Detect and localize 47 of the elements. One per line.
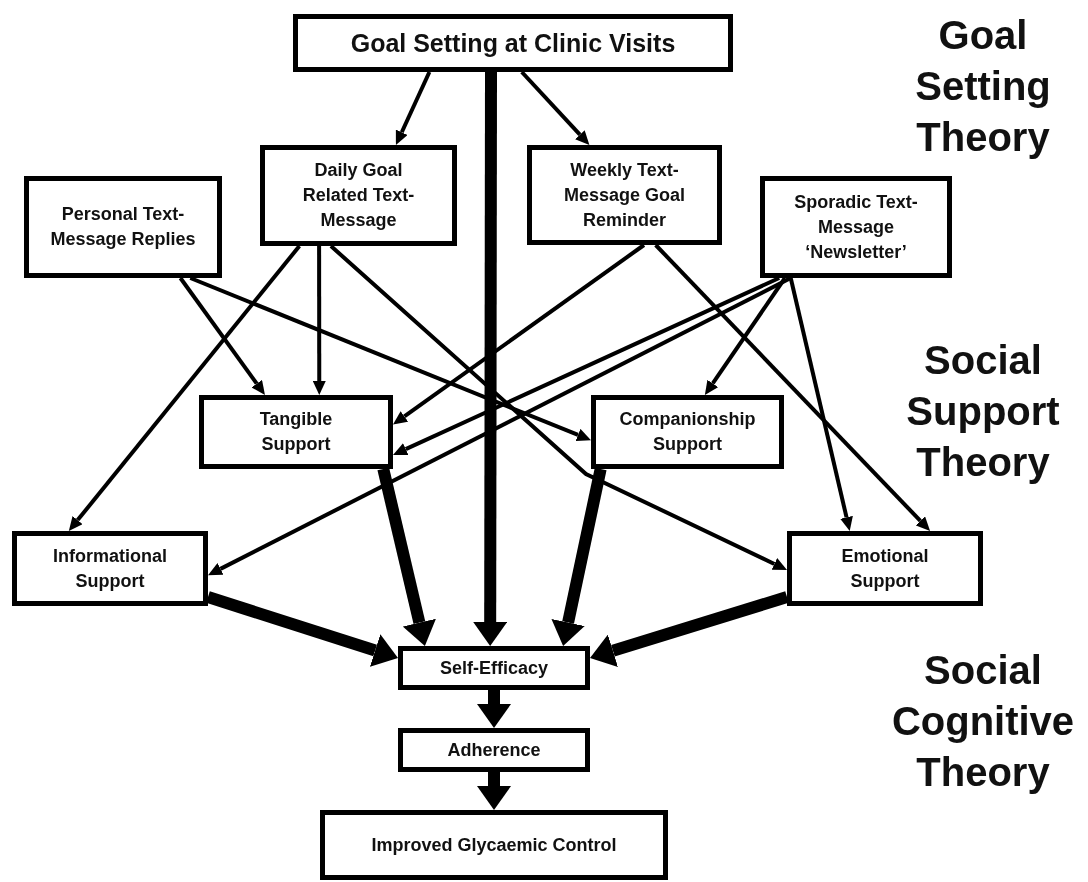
arrow: [551, 467, 607, 646]
text-box: [591, 395, 784, 469]
arrow: [393, 276, 781, 455]
node-text: Companionship Support: [618, 408, 757, 456]
node-text: Tangible Support: [258, 408, 334, 456]
text-box: [787, 531, 983, 606]
arrow: [189, 276, 591, 441]
node-text: Informational Support: [52, 544, 168, 593]
arrow: [520, 70, 590, 145]
node-text: Emotional Support: [840, 544, 930, 593]
text-box: [760, 176, 952, 278]
arrow: [590, 591, 789, 668]
theory-heading: Goal Setting Theory: [914, 12, 1052, 161]
node-text: Self-Efficacy: [439, 656, 548, 680]
node-text: Improved Glycaemic Control: [371, 833, 617, 857]
text-box: [24, 176, 222, 278]
text-box: [398, 646, 590, 690]
arrow: [477, 772, 511, 810]
arrow: [329, 244, 787, 570]
arrow: [473, 72, 508, 646]
text-box: [293, 14, 733, 72]
node-text: Goal Setting at Clinic Visits: [350, 30, 676, 56]
theory-heading: Social Cognitive Theory: [890, 647, 1076, 796]
text-box: [398, 728, 590, 772]
text-box: [12, 531, 208, 606]
arrow: [68, 244, 301, 531]
node-text: Weekly Text-Message Goal Reminder: [562, 158, 687, 232]
arrow: [395, 71, 432, 145]
node-text: Personal Text-Message Replies: [49, 203, 197, 251]
arrow: [654, 243, 931, 531]
node-text: Sporadic Text-Message ‘Newsletter’: [793, 190, 919, 264]
arrow: [477, 690, 511, 728]
arrow: [206, 591, 398, 667]
text-box: [320, 810, 668, 880]
text-box: [527, 145, 722, 245]
arrow: [377, 467, 436, 646]
text-box: [260, 145, 457, 246]
arrow: [312, 246, 326, 395]
arrow: [178, 276, 265, 395]
arrow: [393, 243, 646, 425]
node-text: Daily Goal Related Text-Message: [301, 159, 416, 232]
text-box: [199, 395, 393, 469]
node-text: Adherence: [447, 738, 541, 762]
arrow: [788, 277, 853, 531]
arrow: [208, 276, 792, 576]
arrow: [704, 276, 787, 395]
theory-heading: Social Support Theory: [905, 337, 1061, 486]
